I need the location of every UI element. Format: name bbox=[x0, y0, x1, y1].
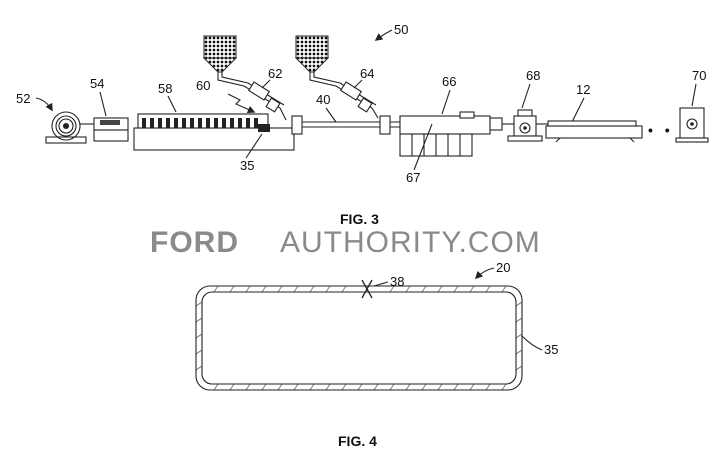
ref-64-label: 64 bbox=[360, 66, 374, 81]
ref-58-leader bbox=[168, 96, 176, 112]
ref-52-label: 52 bbox=[16, 91, 30, 106]
feeder-62-dosing-unit bbox=[249, 82, 270, 100]
ref-20-label: 20 bbox=[496, 260, 510, 275]
figure-4: 20 bbox=[196, 260, 558, 449]
hopper-2-bin bbox=[296, 36, 328, 58]
conveyor-12-table bbox=[546, 126, 642, 138]
conveyor-12-product bbox=[548, 121, 636, 126]
ref-62-label: 62 bbox=[268, 66, 282, 81]
extruder-58: 58 35 bbox=[134, 81, 294, 173]
spool-52: 52 bbox=[16, 91, 96, 143]
puller-68-base bbox=[508, 136, 542, 141]
extruder-58-die bbox=[258, 124, 270, 132]
unit-66-cap bbox=[460, 112, 474, 118]
ref-62-leader bbox=[262, 80, 270, 88]
ref-58-label: 58 bbox=[158, 81, 172, 96]
conveyor-leg-1 bbox=[556, 138, 560, 142]
ref-40-label: 40 bbox=[316, 92, 330, 107]
ref-68-leader bbox=[522, 84, 530, 108]
puller-68-top bbox=[518, 110, 532, 116]
tube-line-40: 40 bbox=[292, 92, 400, 134]
hopper-feeder-62: 62 60 bbox=[196, 36, 286, 120]
ref-50-arrow bbox=[376, 30, 392, 40]
ref-35-fig4-label: 35 bbox=[544, 342, 558, 357]
figure-3: 50 52 54 58 bbox=[16, 22, 708, 227]
ref-70-label: 70 bbox=[692, 68, 706, 83]
watermark-site: AUTHORITY.COM bbox=[280, 226, 541, 259]
hopper-2-funnel bbox=[296, 58, 328, 72]
unit-66: 66 67 bbox=[400, 74, 502, 185]
ref-60-label: 60 bbox=[196, 78, 210, 93]
puller-68: 68 bbox=[502, 68, 542, 141]
ref-68-label: 68 bbox=[526, 68, 540, 83]
feeder-62-inlet bbox=[280, 108, 286, 120]
ref-20-arrow bbox=[476, 268, 494, 278]
ref-66-label: 66 bbox=[442, 74, 456, 89]
fitting-1 bbox=[292, 116, 302, 134]
ref-52-arrow bbox=[36, 98, 52, 110]
ref-66-leader bbox=[442, 90, 450, 114]
ref-50-callout: 50 bbox=[376, 22, 408, 40]
ref-38-leader bbox=[374, 282, 388, 286]
tube-wall-hatching bbox=[196, 286, 522, 390]
conveyor-12: 12 • • • bbox=[536, 82, 690, 142]
ref-64-leader bbox=[354, 80, 362, 88]
fig-3-caption: FIG. 3 bbox=[340, 211, 379, 227]
ref-12-leader bbox=[572, 98, 584, 122]
feeder-64-inlet bbox=[372, 108, 378, 118]
ref-54-leader bbox=[100, 92, 106, 116]
unit-66-top bbox=[400, 116, 490, 134]
ref-38-label: 38 bbox=[390, 274, 404, 289]
feeder-64-dosing-unit bbox=[341, 82, 362, 100]
conveyor-leg-2 bbox=[630, 138, 634, 142]
ref-40-leader bbox=[326, 108, 336, 122]
ref-35-fig3-label: 35 bbox=[240, 158, 254, 173]
watermark: FORD AUTHORITY.COM bbox=[150, 226, 541, 259]
hopper-1-bin bbox=[204, 36, 236, 58]
watermark-brand: FORD bbox=[150, 226, 239, 259]
tube-outer-wall bbox=[196, 286, 522, 390]
feature-38-mark bbox=[362, 280, 372, 298]
ref-60-zigzag-arrow bbox=[228, 94, 254, 112]
extruder-58-fins bbox=[142, 118, 258, 128]
ref-12-label: 12 bbox=[576, 82, 590, 97]
cutter-70: 70 bbox=[676, 68, 708, 142]
tube-inner-wall bbox=[202, 292, 516, 384]
ref-67-label: 67 bbox=[406, 170, 420, 185]
ref-35-fig4-leader bbox=[522, 336, 542, 350]
unit-54-core bbox=[100, 120, 120, 125]
ref-70-leader bbox=[692, 84, 696, 106]
puller-68-hub bbox=[523, 126, 527, 130]
unit-54: 54 bbox=[90, 76, 128, 141]
fitting-2 bbox=[380, 116, 390, 134]
hopper-1-funnel bbox=[204, 58, 236, 72]
ref-50-label: 50 bbox=[394, 22, 408, 37]
cutter-70-hub bbox=[690, 122, 694, 126]
unit-54-lower bbox=[94, 130, 128, 141]
cutter-70-base bbox=[676, 138, 708, 142]
spool-hub bbox=[63, 123, 69, 129]
hopper-feeder-64: 64 bbox=[296, 36, 378, 118]
unit-66-outlet bbox=[490, 118, 502, 130]
ref-54-label: 54 bbox=[90, 76, 104, 91]
fig-4-caption: FIG. 4 bbox=[338, 433, 377, 449]
